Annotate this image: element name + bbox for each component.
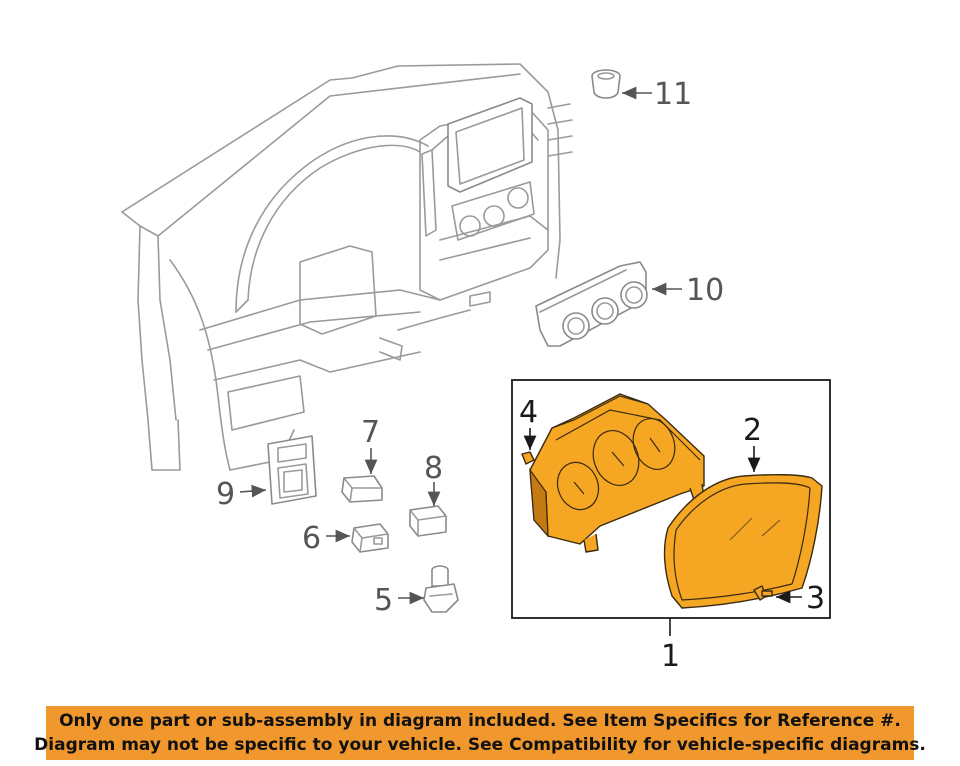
part-10-climate-control [535,261,682,347]
callout-2: 2 [743,413,762,448]
dashboard-illustration [121,63,573,471]
callout-1: 1 [661,639,680,674]
part-9-switch-panel [239,435,317,505]
parts-diagram: 11 10 9 7 8 6 5 4 2 3 1 [121,63,831,674]
callout-9: 9 [216,477,235,512]
callout-10: 10 [686,273,724,308]
callout-6: 6 [302,521,321,556]
disclaimer-line-2: Diagram may not be specific to your vehi… [34,735,926,755]
part-11-grommet [591,69,652,100]
callout-3: 3 [806,581,825,616]
callout-8: 8 [424,451,443,486]
callout-5: 5 [374,583,393,618]
callout-4: 4 [519,395,538,430]
disclaimer-banner: Only one part or sub-assembly in diagram… [34,706,926,760]
disclaimer-line-1: Only one part or sub-assembly in diagram… [59,711,901,731]
callout-7: 7 [361,415,380,450]
part-6-switch [326,523,389,553]
part-5-sensor [398,565,459,613]
part-1-instrument-cluster-box [511,379,831,636]
callout-11: 11 [654,77,692,112]
part-8-switch [409,482,447,537]
part-7-switch [341,448,383,503]
